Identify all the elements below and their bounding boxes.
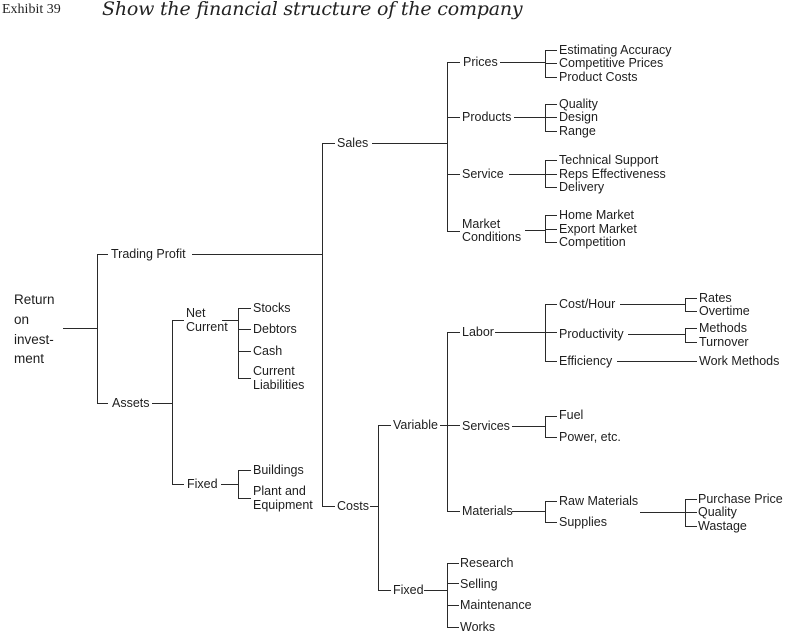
leaf-power: Power, etc. xyxy=(559,430,621,444)
bracket-labor xyxy=(545,304,557,362)
node-productivity: Productivity xyxy=(559,327,624,341)
leaf-materials-quality: Quality xyxy=(698,505,737,519)
leaf-current-liabilities-line-2: Liabilities xyxy=(253,378,305,392)
bracket-sales xyxy=(447,62,460,232)
bracket-productivity xyxy=(685,328,697,343)
node-assets: Assets xyxy=(112,396,150,410)
leaf-competitive-prices: Competitive Prices xyxy=(559,56,664,70)
node-trading-profit: Trading Profit xyxy=(111,247,186,261)
bracket-assets xyxy=(172,320,184,485)
leaf-maintenance: Maintenance xyxy=(460,598,532,612)
node-fixed-costs: Fixed xyxy=(393,583,424,597)
leaf-current-liabilities-line-1: Current xyxy=(253,364,295,378)
bracket-root xyxy=(97,254,108,404)
leaf-design: Design xyxy=(559,110,598,124)
leaf-methods: Methods xyxy=(699,321,747,335)
leaf-fuel: Fuel xyxy=(559,408,584,422)
node-root-line-2: on xyxy=(14,312,30,327)
leaf-plant-equipment-line-1: Plant and xyxy=(253,484,306,498)
diagram-title: Show the financial structure of the comp… xyxy=(102,0,523,20)
bracket-service xyxy=(545,160,557,188)
bracket-services xyxy=(545,416,557,438)
bracket-cost-hour xyxy=(685,298,697,312)
node-root-line-1: Return xyxy=(14,292,55,307)
leaf-works: Works xyxy=(460,620,496,634)
node-prices: Prices xyxy=(463,55,498,69)
node-net-current-line-1: Net xyxy=(186,306,206,320)
bracket-market-conditions xyxy=(545,215,557,243)
bracket-materials-sub xyxy=(685,499,697,527)
node-net-current-line-2: Current xyxy=(186,320,228,334)
node-service: Service xyxy=(462,167,504,181)
node-root-line-4: ment xyxy=(14,351,45,366)
node-market-conditions-line-2: Conditions xyxy=(462,230,522,244)
leaf-technical-support: Technical Support xyxy=(559,153,659,167)
node-root-line-3: invest- xyxy=(14,332,54,347)
leaf-delivery: Delivery xyxy=(559,180,605,194)
leaf-overtime: Overtime xyxy=(699,304,750,318)
node-materials: Materials xyxy=(462,504,513,518)
leaf-cash: Cash xyxy=(253,344,283,358)
bracket-variable xyxy=(447,332,460,512)
bracket-products xyxy=(545,104,557,132)
leaf-stocks: Stocks xyxy=(253,301,291,315)
leaf-rates: Rates xyxy=(699,291,732,305)
bracket-prices xyxy=(545,50,557,78)
leaf-home-market: Home Market xyxy=(559,208,635,222)
bracket-fixed-costs xyxy=(447,563,459,628)
node-fixed-assets: Fixed xyxy=(187,477,218,491)
bracket-fixed-assets xyxy=(238,470,251,499)
leaf-competition: Competition xyxy=(559,235,626,249)
node-labor: Labor xyxy=(462,325,494,339)
node-services: Services xyxy=(462,419,510,433)
leaf-product-costs: Product Costs xyxy=(559,70,638,84)
bracket-trading-profit xyxy=(322,143,335,507)
leaf-quality: Quality xyxy=(559,97,598,111)
leaf-selling: Selling xyxy=(460,577,498,591)
leaf-estimating-accuracy: Estimating Accuracy xyxy=(559,43,672,57)
leaf-wastage: Wastage xyxy=(698,519,747,533)
bracket-costs xyxy=(378,425,391,591)
leaf-purchase-price: Purchase Price xyxy=(698,492,783,506)
node-products: Products xyxy=(462,110,512,124)
leaf-debtors: Debtors xyxy=(253,322,297,336)
node-raw-materials: Raw Materials xyxy=(559,494,639,508)
leaf-plant-equipment-line-2: Equipment xyxy=(253,498,313,512)
leaf-buildings: Buildings xyxy=(253,463,304,477)
leaf-turnover: Turnover xyxy=(699,335,749,349)
node-efficiency: Efficiency xyxy=(559,354,613,368)
leaf-export-market: Export Market xyxy=(559,222,637,236)
node-sales: Sales xyxy=(337,136,369,150)
node-variable: Variable xyxy=(393,418,438,432)
leaf-range: Range xyxy=(559,124,596,138)
node-costs: Costs xyxy=(337,499,369,513)
exhibit-number: Exhibit 39 xyxy=(2,2,61,17)
node-cost-hour: Cost/Hour xyxy=(559,297,616,311)
bracket-materials xyxy=(545,501,557,523)
bracket-net-current xyxy=(238,308,251,379)
node-supplies: Supplies xyxy=(559,515,607,529)
leaf-research: Research xyxy=(460,556,514,570)
leaf-reps-effectiveness: Reps Effectiveness xyxy=(559,167,666,181)
leaf-work-methods: Work Methods xyxy=(699,354,780,368)
node-market-conditions-line-1: Market xyxy=(462,217,501,231)
